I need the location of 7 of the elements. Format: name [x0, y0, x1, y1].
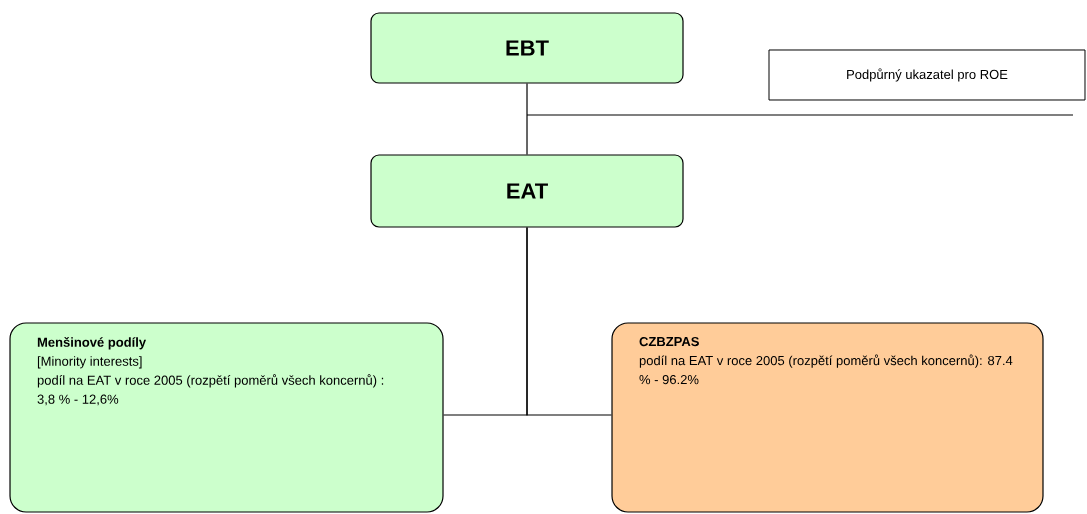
process-box: EAT [370, 154, 684, 228]
connector-line [526, 227, 612, 416]
process-box: CZBZPAS podíl na EAT v roce 2005 (rozpětí poměrů všech koncernů): 87.4 % - 96.2% [611, 322, 1044, 513]
process-box: Menšinové podíly [Minority interests] podíl na EAT v roce 2005 (rozpětí poměrů všech koncernů) : 3,8 % - 12,6% [9, 322, 444, 513]
connector-line [526, 83, 528, 155]
process-box: EBT [370, 12, 684, 84]
note-box: Podpůrný ukazatel pro ROE [768, 49, 1086, 101]
